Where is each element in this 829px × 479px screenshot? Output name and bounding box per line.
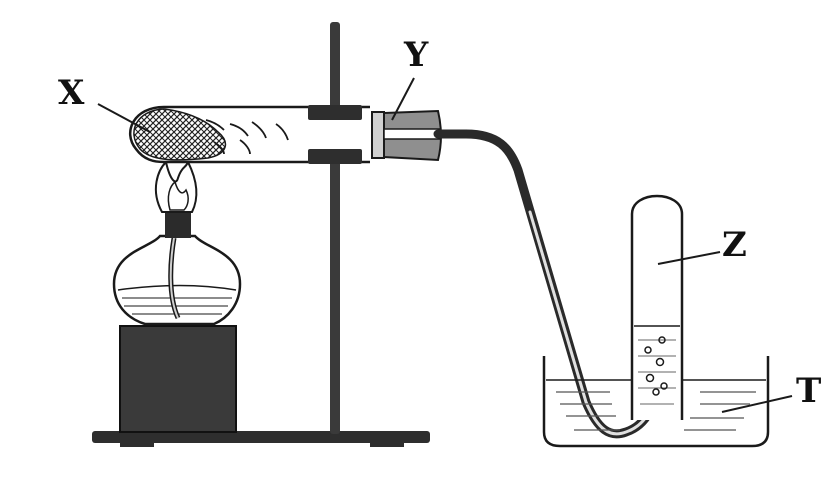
spirit-lamp — [112, 212, 242, 326]
label-y: Y — [403, 35, 429, 75]
burner-flame — [154, 159, 198, 213]
leader-t — [721, 395, 793, 413]
leader-z — [657, 251, 721, 265]
reactant-x — [133, 108, 227, 161]
stopper-y — [371, 109, 442, 162]
test-tube — [129, 105, 370, 164]
leader-x — [97, 103, 151, 133]
burner-block — [119, 325, 237, 433]
label-t: T — [796, 371, 821, 411]
gas-collection-tube-z — [630, 194, 684, 420]
clamp — [308, 105, 362, 164]
label-z: Z — [722, 225, 747, 265]
label-x: X — [58, 73, 85, 113]
stand-rod — [330, 22, 340, 434]
leader-y — [391, 77, 415, 121]
stand-base — [92, 431, 430, 447]
delivery-tube — [433, 129, 659, 439]
